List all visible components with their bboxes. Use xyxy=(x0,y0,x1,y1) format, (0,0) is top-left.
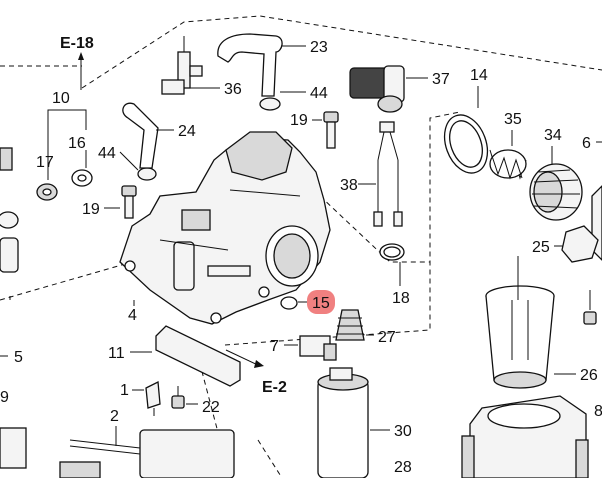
hose-23 xyxy=(217,33,283,97)
ref-e2-label[interactable]: E-2 xyxy=(262,379,287,396)
callout-38[interactable]: 38 xyxy=(340,177,358,194)
callout-15[interactable]: 15 xyxy=(312,295,330,312)
callout-28[interactable]: 28 xyxy=(394,459,412,476)
callout-11[interactable]: 11 xyxy=(108,345,125,362)
jet-1 xyxy=(145,380,161,409)
callout-14[interactable]: 14 xyxy=(470,67,488,84)
callout-35[interactable]: 35 xyxy=(504,111,522,128)
screw-22 xyxy=(171,395,185,409)
callout-6[interactable]: 6 xyxy=(582,135,591,152)
bolt-19-right xyxy=(323,111,339,123)
callout-8[interactable]: 8 xyxy=(594,403,602,420)
callout-34[interactable]: 34 xyxy=(544,127,562,144)
cap-25 xyxy=(561,225,599,263)
filter-27 xyxy=(335,309,365,341)
hose-24 xyxy=(122,102,159,169)
callout-19-right[interactable]: 19 xyxy=(290,112,308,129)
callout-10[interactable]: 10 xyxy=(52,90,70,107)
callout-25[interactable]: 25 xyxy=(532,239,550,256)
callout-4[interactable]: 4 xyxy=(128,307,137,324)
gasket-11 xyxy=(155,325,241,387)
arrow-up-icon xyxy=(78,52,84,60)
callout-44-right[interactable]: 44 xyxy=(310,85,328,102)
callout-22[interactable]: 22 xyxy=(202,399,220,416)
callout-7[interactable]: 7 xyxy=(270,338,279,355)
callout-24[interactable]: 24 xyxy=(178,123,196,140)
highlight-15 xyxy=(307,290,335,314)
callout-16[interactable]: 16 xyxy=(68,135,86,152)
fuel-pump-30 xyxy=(317,379,369,478)
callout-2[interactable]: 2 xyxy=(110,408,119,425)
callout-30[interactable]: 30 xyxy=(394,423,412,440)
fitting-left xyxy=(0,237,19,273)
callout-18[interactable]: 18 xyxy=(392,290,410,307)
clip-44-left xyxy=(137,167,157,181)
callout-36[interactable]: 36 xyxy=(224,81,242,98)
callout-23[interactable]: 23 xyxy=(310,39,328,56)
callout-44-left[interactable]: 44 xyxy=(98,145,116,162)
callout-17[interactable]: 17 xyxy=(36,154,54,171)
callout-5[interactable]: 5 xyxy=(14,349,23,366)
callout-1[interactable]: 1 xyxy=(120,382,129,399)
carburetor-body xyxy=(119,131,331,325)
bolt-left xyxy=(0,147,13,171)
callout-27[interactable]: 27 xyxy=(378,329,396,346)
callout-9[interactable]: 9 xyxy=(0,389,9,406)
ref-e18-label[interactable]: E-18 xyxy=(60,35,94,52)
callout-19-left[interactable]: 19 xyxy=(82,201,100,218)
nut-left xyxy=(0,211,19,229)
spring-35 xyxy=(489,149,527,180)
callout-37[interactable]: 37 xyxy=(432,71,450,88)
connector-38 xyxy=(379,121,395,133)
float-bowl-2 xyxy=(139,429,235,478)
bracket-9 xyxy=(0,427,27,469)
seal-15 xyxy=(280,296,298,310)
clip-44-right xyxy=(259,97,281,111)
callout-26[interactable]: 26 xyxy=(580,367,598,384)
bolt-19-left xyxy=(121,185,137,197)
